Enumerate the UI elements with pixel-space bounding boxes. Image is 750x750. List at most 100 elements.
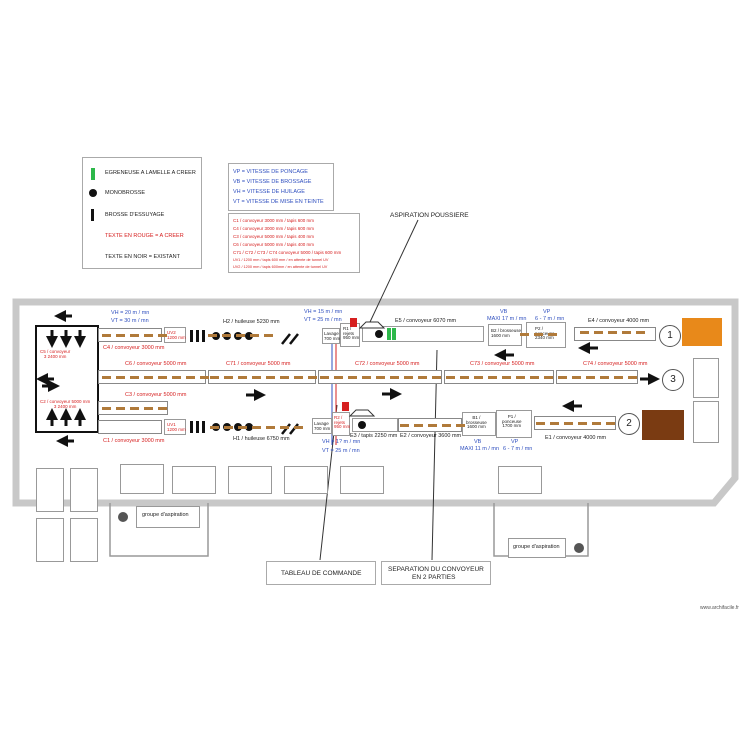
wood-piece bbox=[102, 334, 111, 337]
wood-piece bbox=[636, 331, 645, 334]
wood-piece bbox=[158, 334, 167, 337]
e5-conveyor bbox=[362, 326, 484, 342]
vh-bot: VH = 1? m / mn bbox=[322, 439, 361, 445]
wood-piece bbox=[516, 376, 525, 379]
speed-vh: VH = VITESSE DE HUILAGE bbox=[233, 189, 305, 195]
wood-piece bbox=[488, 376, 497, 379]
line-number-1: 1 bbox=[659, 325, 681, 347]
aspiration-callout: ASPIRATION POUSSIERE bbox=[390, 212, 469, 219]
wood-piece bbox=[210, 426, 219, 429]
vt-mid: VT = 25 m / mn bbox=[304, 317, 342, 323]
wood-piece bbox=[502, 376, 511, 379]
conveyor-legend: C1 / convoyeur 3000 mm / tapis 600 mm C4… bbox=[228, 213, 360, 273]
wood-piece bbox=[102, 376, 111, 379]
wood-piece bbox=[544, 376, 553, 379]
speed-vb: VB = VITESSE DE BROSSAGE bbox=[233, 179, 312, 185]
vp-bot-speed: 6 - 7 m / mn bbox=[503, 446, 533, 452]
wood-piece bbox=[530, 376, 539, 379]
mono-e3 bbox=[358, 421, 366, 429]
speed-vt: VT = VITESSE DE MISE EN TEINTE bbox=[233, 199, 324, 205]
vb-bot: VB bbox=[474, 439, 482, 445]
wood-piece bbox=[334, 376, 343, 379]
vt-bot: VT = 25 m / mn bbox=[322, 448, 360, 454]
wood-piece bbox=[572, 376, 581, 379]
wood-piece bbox=[414, 424, 423, 427]
wood-piece bbox=[200, 376, 209, 379]
r2-label: R2 / rejets 950 mm bbox=[334, 415, 351, 429]
legend-uv1: UV1 / 1200 mm / tapis 600 mm / en attent… bbox=[233, 258, 329, 262]
separation-callout: SEPARATION DU CONVOYEUR EN 2 PARTIES bbox=[381, 561, 491, 585]
p2-label: P2 / ponceuse 2340 mm bbox=[535, 326, 555, 340]
brown-block bbox=[642, 410, 684, 440]
c2-label: C2 / convoyeur 5000 mm 3 2400 mm bbox=[40, 399, 91, 409]
rack-bot-3 bbox=[228, 466, 272, 494]
wood-piece bbox=[186, 376, 195, 379]
mono-bot-4 bbox=[245, 423, 253, 431]
wood-piece bbox=[130, 407, 139, 410]
legend-green-label: EGRENEUSE A LAMELLE A CREER bbox=[105, 170, 196, 176]
vb-bot-speed: MAXI 11 m / mn bbox=[460, 446, 500, 452]
e4-label: E4 / convoyeur 4000 mm bbox=[588, 318, 650, 324]
lavage-bot: Lavage 700 mm bbox=[312, 418, 332, 434]
wood-piece bbox=[144, 334, 153, 337]
wood-piece bbox=[376, 376, 385, 379]
e3-tapis bbox=[352, 418, 398, 432]
wood-piece bbox=[558, 376, 567, 379]
legend-c6: C6 / convoyeur 5000 mm / tapis 400 mm bbox=[233, 242, 315, 247]
line-number-3: 3 bbox=[662, 369, 684, 391]
rack-right-1 bbox=[693, 358, 719, 398]
conveyor-e4 bbox=[574, 327, 656, 341]
legend-mono-label: MONOBROSSE bbox=[105, 190, 146, 196]
wood-piece bbox=[536, 422, 545, 425]
wood-piece bbox=[238, 376, 247, 379]
conveyor-c1 bbox=[98, 420, 162, 434]
uv1-unit: UV1 1200 mm bbox=[164, 419, 186, 435]
wood-piece bbox=[608, 331, 617, 334]
wood-piece bbox=[266, 376, 275, 379]
uv2-unit: UV2 1200 mm bbox=[164, 327, 186, 343]
brush-top-2 bbox=[196, 330, 199, 342]
brush-bot-2 bbox=[196, 421, 199, 433]
wood-piece bbox=[442, 424, 451, 427]
legend-c3: C3 / convoyeur 5000 mm / tapis 400 mm bbox=[233, 234, 315, 239]
green-e5-1 bbox=[387, 328, 391, 340]
wood-piece bbox=[592, 422, 601, 425]
r1-label: R1 / rejets 950 mm bbox=[343, 326, 360, 340]
vh-left: VH = 20 m / mn bbox=[111, 310, 150, 316]
aspiration-group-left: groupe d'aspiration bbox=[136, 506, 200, 528]
wood-piece bbox=[622, 331, 631, 334]
monobrosse-icon bbox=[89, 189, 97, 197]
wood-piece bbox=[236, 334, 245, 337]
c72-label: C72 / convoyeur 5000 mm bbox=[355, 361, 420, 367]
rack-bot-4 bbox=[284, 466, 328, 494]
vb-top-speed: MAXI 17 m / mn bbox=[487, 316, 527, 322]
wood-piece bbox=[294, 426, 303, 429]
green-e5-2 bbox=[392, 328, 396, 340]
rack-left-2 bbox=[70, 468, 98, 512]
wood-piece bbox=[600, 376, 609, 379]
uv1-label: UV1 1200 mm bbox=[167, 422, 186, 432]
rack-bot-2 bbox=[172, 466, 216, 494]
wood-piece bbox=[534, 333, 543, 336]
wood-piece bbox=[250, 334, 259, 337]
rack-left-4 bbox=[70, 518, 98, 562]
p2-ponceuse: P2 / ponceuse 2340 mm bbox=[526, 322, 566, 348]
red-marker-bot bbox=[342, 402, 349, 411]
red-marker-top bbox=[350, 318, 357, 327]
wood-piece bbox=[606, 422, 615, 425]
legend-c1: C1 / convoyeur 3000 mm / tapis 600 mm bbox=[233, 218, 315, 223]
wood-piece bbox=[172, 376, 181, 379]
lavage-bot-label: Lavage 700 mm bbox=[314, 421, 331, 431]
wood-piece bbox=[116, 407, 125, 410]
wood-piece bbox=[390, 376, 399, 379]
e2-label: E2 / convoyeur 3600 mm bbox=[400, 433, 462, 439]
aspiration-right-label: groupe d'aspiration bbox=[513, 544, 560, 550]
legend-c7x: C71 / C72 / C73 / C74 convoyeur 5000 / t… bbox=[233, 250, 342, 255]
wood-piece bbox=[550, 422, 559, 425]
b2-label: B2 / brosseuse 1600 mm bbox=[491, 328, 522, 338]
e5-label: E5 / convoyeur 6070 mm bbox=[395, 318, 457, 324]
rack-bot-6 bbox=[498, 466, 542, 494]
vp-top: VP bbox=[543, 309, 551, 315]
c3-label: C3 / convoyeur 5000 mm bbox=[125, 392, 187, 398]
